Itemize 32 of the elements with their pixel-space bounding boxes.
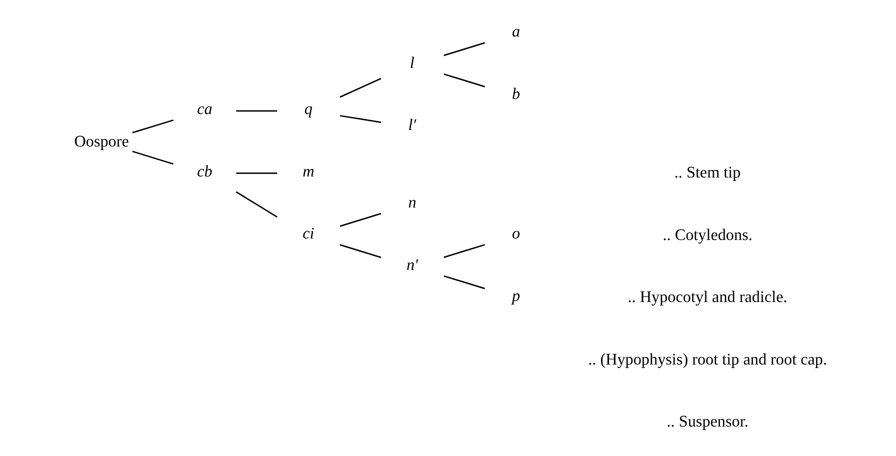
connector — [444, 73, 486, 88]
label: .. Hypocotyl and radicle. — [628, 289, 788, 306]
node-text: n′ — [406, 256, 418, 274]
connector — [132, 150, 174, 165]
node-text: cb — [197, 163, 212, 180]
label: .. (Hypophysis) root tip and root cap. — [588, 351, 828, 368]
node-text: b — [512, 86, 520, 104]
node-text: ci — [302, 226, 314, 243]
node-text: q — [304, 101, 312, 118]
connector — [236, 110, 278, 112]
connector — [340, 78, 382, 98]
node-text: l — [410, 54, 414, 72]
node-text: p — [512, 288, 520, 305]
node-text: Oospore — [74, 133, 129, 150]
label: .. Stem tip — [674, 164, 741, 182]
node-text: ca — [197, 101, 212, 118]
label: .. Suspensor. — [666, 414, 748, 431]
connector — [132, 119, 174, 134]
connector — [340, 244, 382, 258]
node-text: o — [512, 226, 520, 243]
node-text: m — [302, 163, 314, 180]
connector — [340, 212, 382, 227]
connector — [444, 275, 486, 290]
label: .. Cotyledons. — [662, 226, 752, 244]
node-text: n — [408, 194, 416, 212]
connector — [340, 115, 382, 123]
connector — [444, 244, 486, 258]
connector — [444, 42, 486, 56]
connector — [236, 191, 278, 218]
node-text: l′ — [408, 117, 416, 134]
connector — [236, 172, 278, 174]
node-text: a — [512, 24, 520, 41]
